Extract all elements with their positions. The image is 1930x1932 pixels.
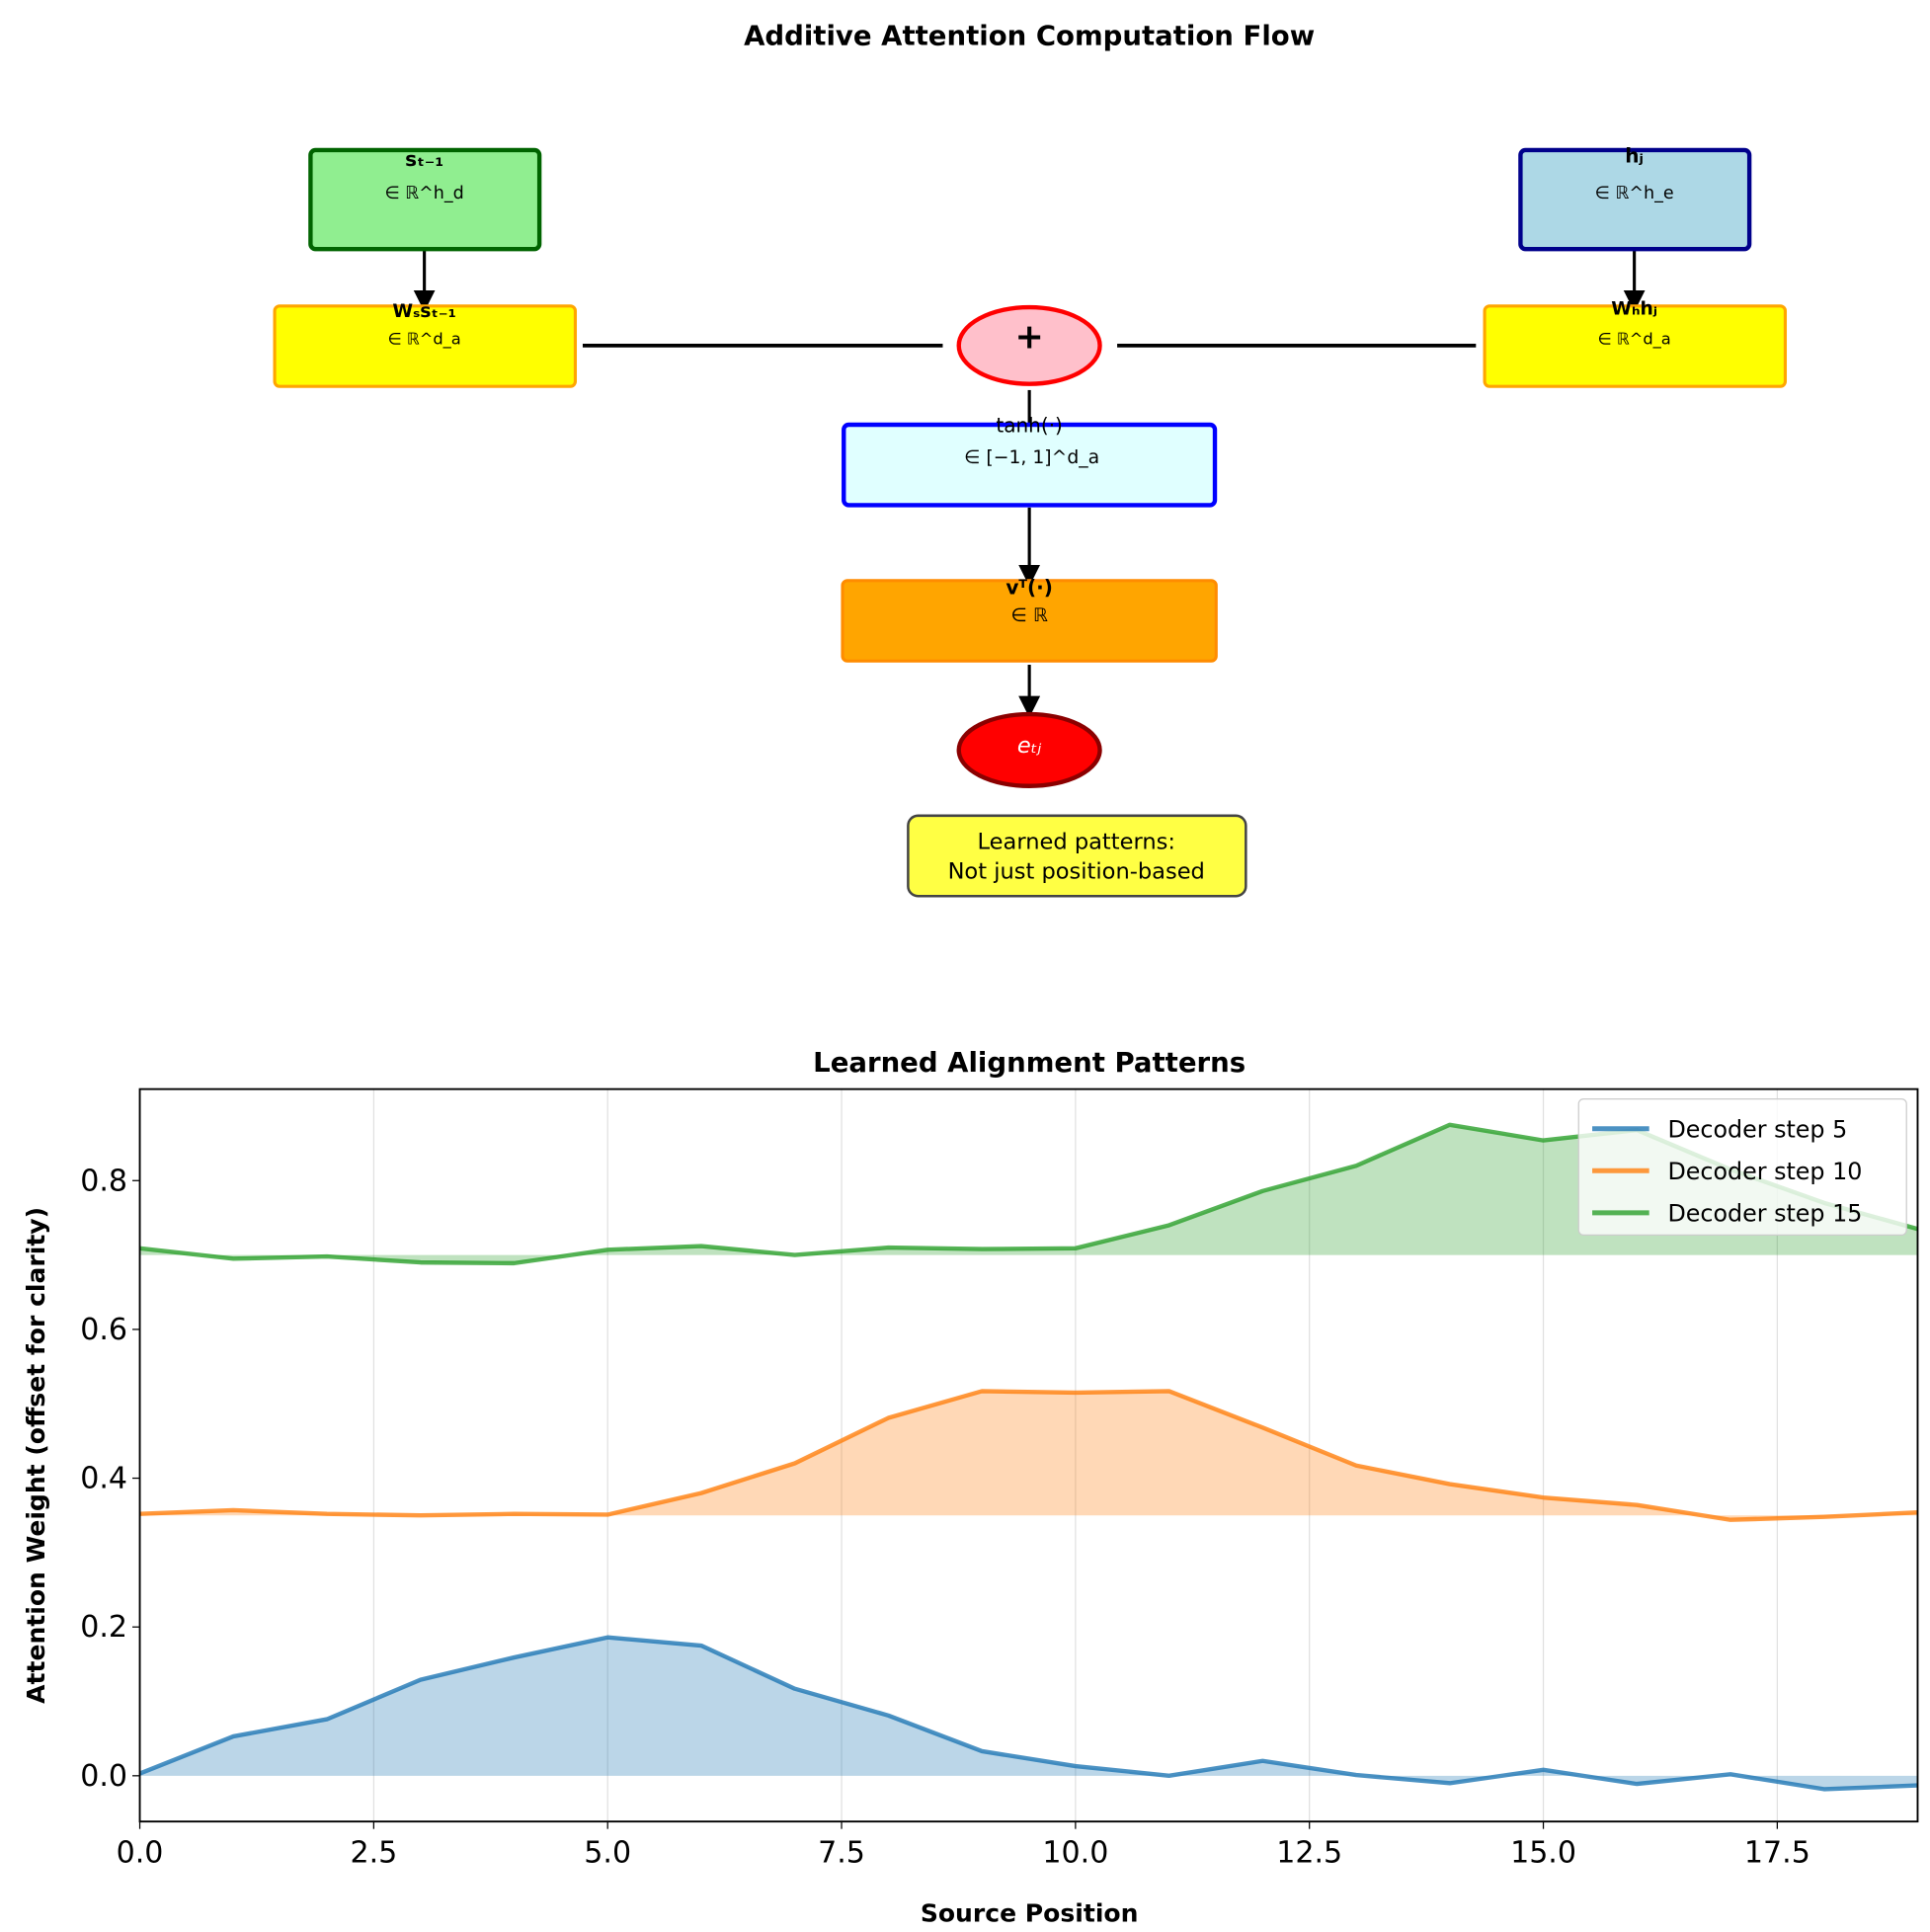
node-v-label: vᵀ(·) <box>1005 576 1053 600</box>
legend-label: Decoder step 15 <box>1667 1200 1862 1228</box>
y-tick-label: 0.0 <box>80 1759 127 1794</box>
node-v-dim: ∈ ℝ <box>1011 605 1048 626</box>
node-wh: Wₕhⱼ ∈ ℝ^d_a <box>1483 299 1788 388</box>
x-tick-label: 17.5 <box>1744 1835 1810 1870</box>
series-fill-2 <box>139 1391 1918 1520</box>
series-line-1 <box>138 1635 1918 1792</box>
series-fill-3 <box>139 1124 1918 1263</box>
legend-label: Decoder step 5 <box>1667 1115 1847 1143</box>
x-tick-label: 0.0 <box>117 1835 164 1870</box>
y-tick-label: 0.4 <box>80 1462 127 1496</box>
x-tick-label: 7.5 <box>818 1835 865 1870</box>
x-tick-label: 10.0 <box>1042 1835 1108 1870</box>
x-tick-label: 2.5 <box>350 1835 397 1870</box>
node-s-prev: sₜ₋₁ ∈ ℝ^h_d <box>308 147 542 252</box>
node-plus: + <box>956 304 1102 386</box>
plot-frame <box>138 1087 1919 1823</box>
legend: Decoder step 5 Decoder step 10 Decoder ste… <box>1577 1098 1907 1237</box>
node-s-prev-label: sₜ₋₁ <box>405 147 443 171</box>
node-e-label: eₜⱼ <box>1017 733 1042 759</box>
series-line-2 <box>139 1389 1918 1522</box>
node-ws: Wₛsₜ₋₁ ∈ ℝ^d_a <box>273 301 578 388</box>
y-tick-label: 0.6 <box>80 1313 127 1347</box>
plus-icon: + <box>1014 316 1043 357</box>
node-tanh-label: tanh(·) <box>996 414 1063 438</box>
y-ticks: 0.0 0.2 0.4 0.6 0.8 <box>80 1164 140 1794</box>
node-ws-label: Wₛsₜ₋₁ <box>392 301 455 322</box>
node-h-j: hⱼ ∈ ℝ^h_e <box>1518 143 1752 252</box>
x-tick-label: 5.0 <box>584 1835 631 1870</box>
chart-title: Learned Alignment Patterns <box>813 1047 1246 1079</box>
node-wh-dim: ∈ ℝ^d_a <box>1597 330 1670 350</box>
y-axis-label: Attention Weight (offset for clarity) <box>22 1207 50 1704</box>
legend-label: Decoder step 10 <box>1667 1158 1862 1185</box>
x-axis-label: Source Position <box>921 1899 1139 1928</box>
note-line-1: Learned patterns: <box>978 830 1175 855</box>
node-wh-label: Wₕhⱼ <box>1611 299 1657 320</box>
node-e: eₜⱼ <box>956 711 1102 788</box>
note-box: Learned patterns: Not just position-base… <box>907 814 1247 898</box>
y-tick-label: 0.2 <box>80 1610 127 1645</box>
series-fill-1 <box>139 1637 1918 1790</box>
x-ticks: 0.0 2.5 5.0 7.5 10.0 12.5 15.0 17.5 <box>117 1821 1810 1870</box>
node-tanh-dim: ∈ [−1, 1]^d_a <box>964 447 1099 468</box>
node-s-prev-dim: ∈ ℝ^h_d <box>384 184 463 203</box>
y-tick-label: 0.8 <box>80 1164 127 1198</box>
x-tick-label: 15.0 <box>1510 1835 1576 1870</box>
note-line-2: Not just position-based <box>948 859 1205 885</box>
node-tanh: tanh(·) ∈ [−1, 1]^d_a <box>842 414 1218 508</box>
node-v: vᵀ(·) ∈ ℝ <box>841 576 1218 663</box>
x-tick-label: 12.5 <box>1276 1835 1342 1870</box>
node-h-j-dim: ∈ ℝ^h_e <box>1595 184 1674 203</box>
node-ws-dim: ∈ ℝ^d_a <box>387 330 460 350</box>
diagram-title: Additive Attention Computation Flow <box>744 20 1315 51</box>
node-h-j-label: hⱼ <box>1625 143 1644 167</box>
